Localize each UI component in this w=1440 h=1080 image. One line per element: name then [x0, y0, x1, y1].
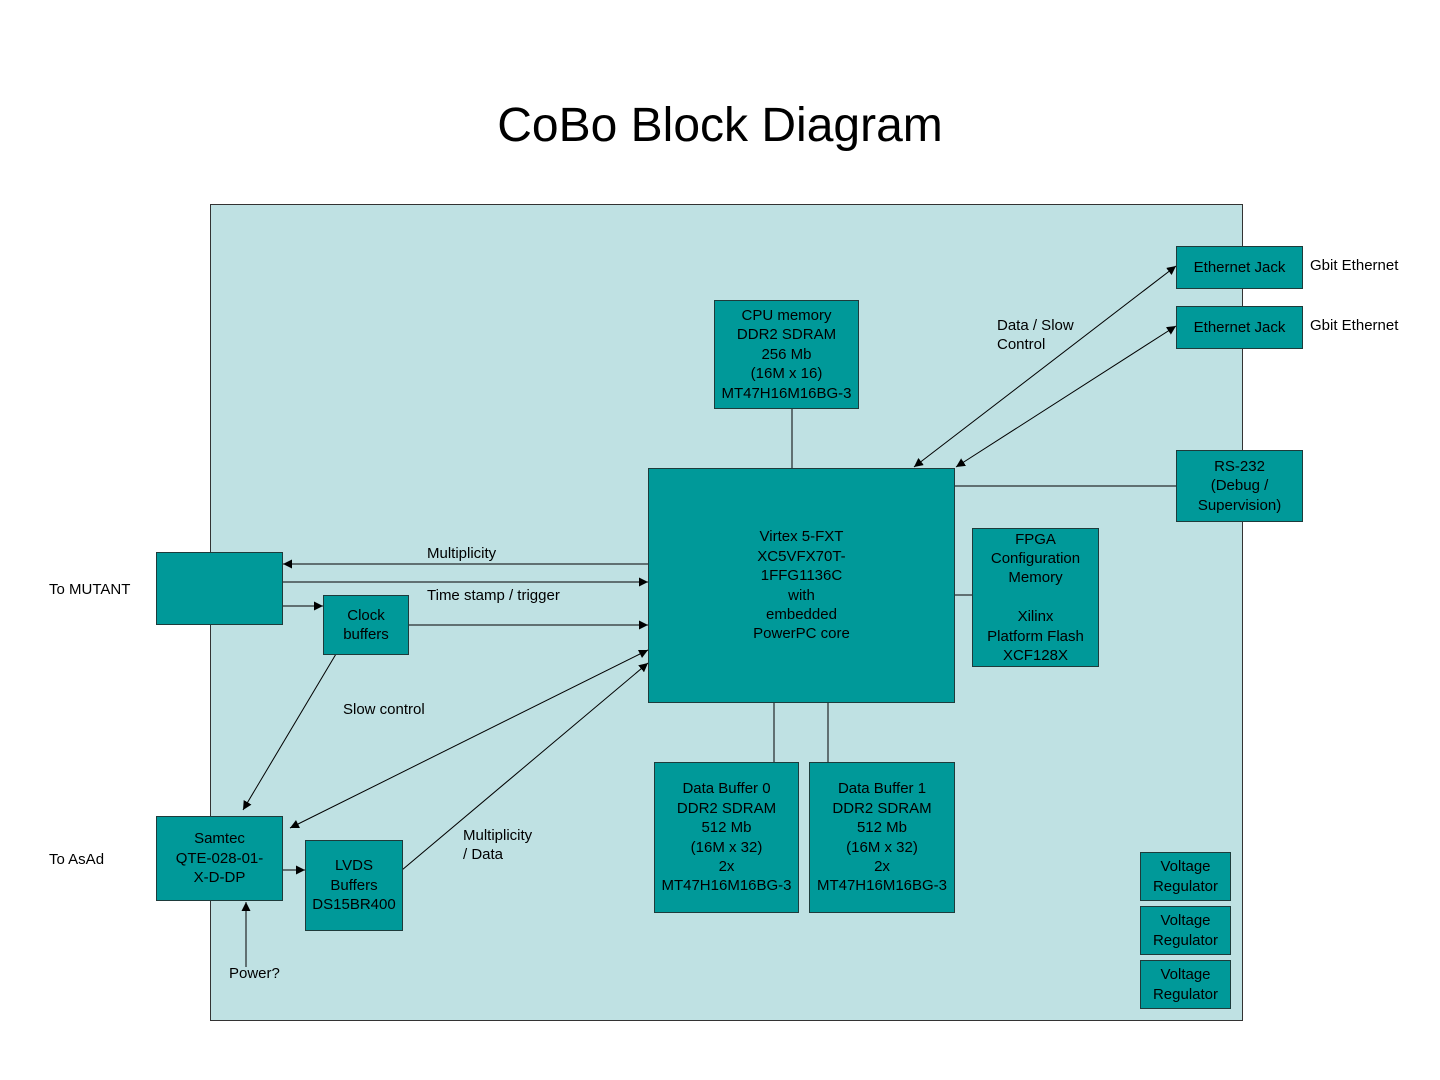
clock-buffers-block: Clock buffers: [323, 595, 409, 655]
time-stamp-trigger-label: Time stamp / trigger: [427, 587, 560, 604]
fpga-block: Virtex 5-FXT XC5VFX70T- 1FFG1136C with e…: [648, 468, 955, 703]
multiplicity-label: Multiplicity: [427, 545, 497, 562]
gbit-ethernet-label-1: Gbit Ethernet: [1310, 257, 1399, 274]
ethernet-jack-block-2: Ethernet Jack: [1176, 306, 1303, 349]
arrow-slow-control: [289, 649, 649, 829]
arrow-clock-samtec: [242, 653, 337, 811]
gbit-ethernet-label-2: Gbit Ethernet: [1310, 317, 1399, 334]
ethernet-jack-block-1: Ethernet Jack: [1176, 246, 1303, 289]
multiplicity-data-label: Multiplicity / Data: [463, 827, 533, 863]
power-label: Power?: [229, 965, 280, 982]
arrow-ethernet-2: [955, 325, 1177, 468]
voltage-regulator-block-2: Voltage Regulator: [1140, 906, 1231, 955]
rs232-block: RS-232 (Debug / Supervision): [1176, 450, 1303, 522]
samtec-connector-block: Samtec QTE-028-01- X-D-DP: [156, 816, 283, 901]
cpu-memory-block: CPU memory DDR2 SDRAM 256 Mb (16M x 16) …: [714, 300, 859, 409]
data-buffer-0-block: Data Buffer 0 DDR2 SDRAM 512 Mb (16M x 3…: [654, 762, 799, 913]
data-buffer-1-block: Data Buffer 1 DDR2 SDRAM 512 Mb (16M x 3…: [809, 762, 955, 913]
arrow-ethernet-1: [913, 265, 1177, 468]
slow-control-label: Slow control: [343, 701, 425, 718]
arrow-lvds-fpga: [401, 662, 649, 871]
to-mutant-label: To MUTANT: [49, 581, 131, 598]
voltage-regulator-block-1: Voltage Regulator: [1140, 852, 1231, 901]
mutant-connector-block: [156, 552, 283, 625]
lvds-buffers-block: LVDS Buffers DS15BR400: [305, 840, 403, 931]
data-slow-control-label: Data / Slow Control: [997, 317, 1074, 353]
to-asad-label: To AsAd: [49, 851, 105, 868]
fpga-config-memory-block: FPGA Configuration Memory Xilinx Platfor…: [972, 528, 1099, 667]
voltage-regulator-block-3: Voltage Regulator: [1140, 960, 1231, 1009]
page-title: CoBo Block Diagram: [497, 99, 943, 152]
